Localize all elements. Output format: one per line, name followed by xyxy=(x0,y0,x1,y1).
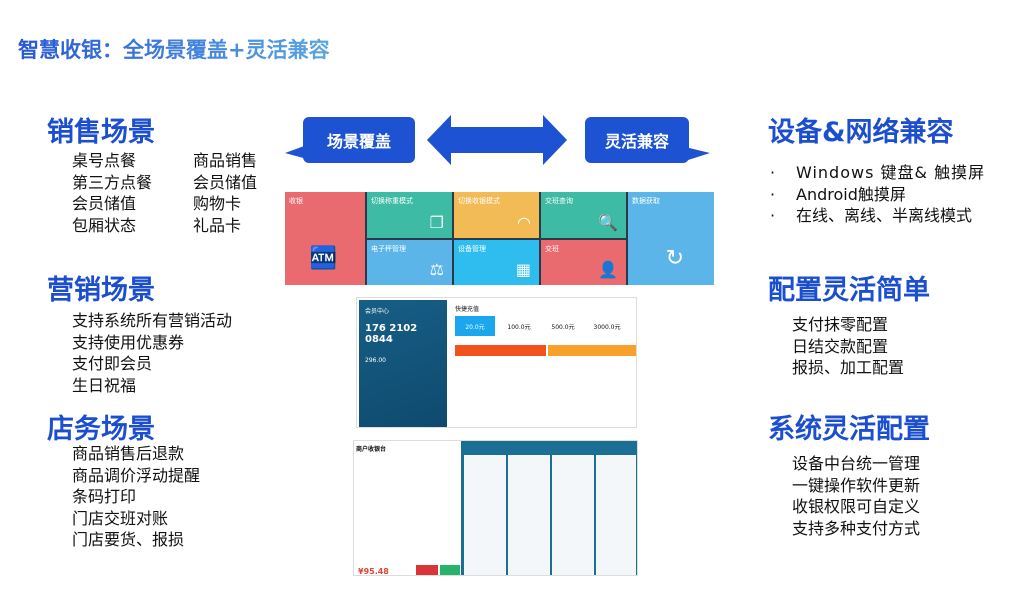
folder-sync-icon: ↻ xyxy=(665,246,684,271)
list-item: 门店交班对账 xyxy=(72,508,169,528)
list-item: 条码打印 xyxy=(72,487,137,506)
member-phone: 176 2102 0844 xyxy=(365,323,418,345)
heading-config: 配置灵活简单 xyxy=(768,275,930,306)
bubble-left: 场景覆盖 xyxy=(285,117,415,163)
list-item: 支持系统所有营销活动 xyxy=(72,311,233,330)
heading-sales: 销售场景 xyxy=(47,117,155,148)
heading-marketing: 营销场景 xyxy=(47,275,155,306)
amount-option[interactable]: 500.0元 xyxy=(551,324,575,331)
list-item: 购物卡 xyxy=(193,194,242,213)
heading-devices: 设备&网络兼容 xyxy=(768,117,954,148)
list-item: 支持多种支付方式 xyxy=(792,518,921,538)
config-list: 支付抹零配置日结交款配置报损、加工配置 xyxy=(792,314,904,379)
search-doc-icon: 🔍 xyxy=(598,212,618,232)
pos-screenshot: 商户收银台 ¥95.48 xyxy=(353,440,638,576)
tile-label: 电子秤管理 xyxy=(371,244,406,253)
slide-title: 智慧收银：全场景覆盖+灵活兼容 xyxy=(18,34,330,64)
list-item: 第三方点餐 xyxy=(72,172,153,192)
switch-icon: ❐ xyxy=(429,212,444,232)
tile-weigh-mode[interactable]: 切换称重模式 ❐ xyxy=(367,192,452,238)
member-panel: 会员中心 176 2102 0844 296.00 xyxy=(359,300,447,427)
devices-list: Windows 键盘& 触摸屏Android触摸屏在线、离线、半离线模式 xyxy=(770,162,985,227)
amount-option[interactable]: 3000.0元 xyxy=(593,324,621,331)
sales-col2: 商品销售会员储值购物卡礼品卡 xyxy=(193,150,257,236)
list-item: 在线、离线、半离线模式 xyxy=(770,205,985,227)
list-item: Windows 键盘& 触摸屏 xyxy=(770,162,985,184)
recharge-title: 快捷充值 xyxy=(455,306,480,313)
list-item: 会员储值 xyxy=(193,172,258,192)
member-center-screenshot: 会员中心 176 2102 0844 296.00 快捷充值 20.0元 100… xyxy=(356,297,637,428)
system-list: 设备中台统一管理一键操作软件更新收银权限可自定义支持多种支付方式 xyxy=(792,453,920,539)
tile-label: 切换称重模式 xyxy=(371,197,413,205)
list-item: 日结交款配置 xyxy=(792,336,889,356)
bubble-right-label: 灵活兼容 xyxy=(585,117,689,163)
heading-store: 店务场景 xyxy=(47,414,155,445)
pay-button[interactable] xyxy=(455,345,546,356)
tile-data-fetch[interactable]: 数据获取 ↻ xyxy=(628,192,714,285)
product-grid xyxy=(461,441,637,575)
list-item: Android触摸屏 xyxy=(770,184,985,206)
heading-system: 系统灵活配置 xyxy=(768,414,930,445)
tile-label: 数据获取 xyxy=(632,197,660,205)
bubble-left-label: 场景覆盖 xyxy=(303,117,415,163)
function-tiles: 收银 🏧 切换称重模式 ❐ 切换收银模式 ◠ 交班查询 🔍 数据获取 ↻ 电子秤管理 ⚖ 设… xyxy=(285,192,714,285)
checkout-button[interactable] xyxy=(416,565,438,575)
settle-button[interactable] xyxy=(440,565,460,575)
pos-total: ¥95.48 xyxy=(358,567,389,576)
wifi-icon: ◠ xyxy=(517,212,531,232)
tile-label: 设备管理 xyxy=(458,244,486,253)
store-list: 商品销售后退款商品调价浮动提醒条码打印门店交班对账门店要货、报损 xyxy=(72,443,200,551)
user-swap-icon: 👤 xyxy=(598,260,618,279)
member-title: 会员中心 xyxy=(365,308,390,315)
double-arrow-icon xyxy=(427,115,567,165)
list-item: 桌号点餐 xyxy=(72,151,137,170)
cash-button[interactable] xyxy=(548,345,636,356)
list-item: 商品销售后退款 xyxy=(72,444,185,463)
member-balance: 296.00 xyxy=(365,357,386,364)
list-item: 支付即会员 xyxy=(72,354,153,373)
list-item: 门店要货、报损 xyxy=(72,530,185,549)
tile-label: 交班查询 xyxy=(545,197,573,205)
tile-cashier-mode[interactable]: 切换收银模式 ◠ xyxy=(454,192,539,238)
marketing-list: 支持系统所有营销活动支持使用优惠券支付即会员生日祝福 xyxy=(72,310,232,396)
sales-col1: 桌号点餐第三方点餐会员储值包厢状态 xyxy=(72,150,152,236)
cash-register-icon: 🏧 xyxy=(309,246,337,271)
list-item: 报损、加工配置 xyxy=(792,358,905,377)
tile-label: 收银 xyxy=(289,197,303,205)
tile-label: 切换收银模式 xyxy=(458,197,500,205)
tile-label: 交班 xyxy=(545,244,559,253)
tile-devices[interactable]: 设备管理 ▦ xyxy=(454,239,539,285)
list-item: 设备中台统一管理 xyxy=(792,454,921,473)
tile-cashier[interactable]: 收银 🏧 xyxy=(285,192,365,285)
list-item: 支持使用优惠券 xyxy=(72,332,185,352)
list-item: 收银权限可自定义 xyxy=(792,497,921,516)
apps-icon: ▦ xyxy=(515,260,531,279)
list-item: 生日祝福 xyxy=(72,375,137,395)
list-item: 支付抹零配置 xyxy=(792,315,889,334)
list-item: 商品销售 xyxy=(193,151,258,170)
amount-option[interactable]: 20.0元 xyxy=(455,316,495,336)
bubble-right: 灵活兼容 xyxy=(585,117,710,163)
tile-shift[interactable]: 交班 👤 xyxy=(541,239,626,285)
list-item: 一键操作软件更新 xyxy=(792,475,921,495)
list-item: 会员储值 xyxy=(72,194,137,213)
scale-icon: ⚖ xyxy=(429,260,444,279)
list-item: 商品调价浮动提醒 xyxy=(72,465,201,485)
tile-shift-query[interactable]: 交班查询 🔍 xyxy=(541,192,626,238)
list-item: 包厢状态 xyxy=(72,215,137,235)
pos-title: 商户收银台 xyxy=(356,446,387,453)
amount-options: 20.0元 100.0元 500.0元 3000.0元 xyxy=(455,316,627,336)
amount-option[interactable]: 100.0元 xyxy=(507,324,531,331)
list-item: 礼品卡 xyxy=(193,215,242,235)
tile-scale[interactable]: 电子秤管理 ⚖ xyxy=(367,239,452,285)
